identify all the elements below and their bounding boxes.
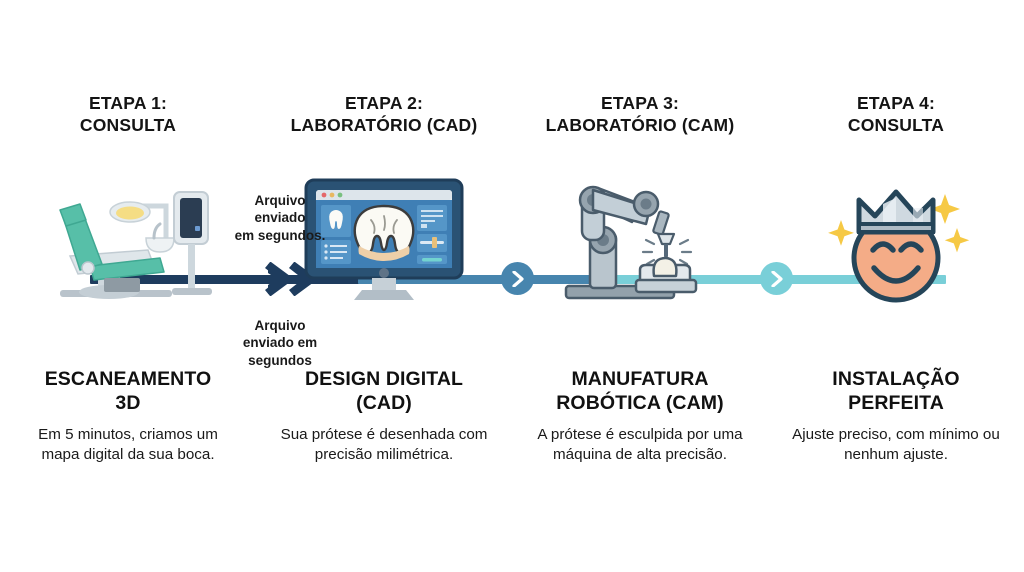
transfer-top-line-2: enviado [254,210,306,226]
stage-header-4: ETAPA 4: CONSULTA [768,92,1024,152]
transfer-top-line-3: em segundos. [234,227,326,243]
stage-caption-2-title-line-1: DESIGN DIGITAL [304,368,464,390]
stage-header-2: ETAPA 2: LABORATÓRIO (CAD) [256,92,512,152]
stage-header-2-line-2: LABORATÓRIO (CAD) [290,115,478,136]
chevron-circle-connector-3 [760,262,793,295]
transfer-label-bottom: Arquivo enviado em segundos [215,317,345,369]
stage-caption-1-title-line-2: 3D [115,391,141,414]
stage-caption-1: ESCANEAMENTO 3D Em 5 minutos, criamos um… [0,368,256,528]
stage-caption-3-body: A prótese é esculpida por uma máquina de… [537,425,743,463]
stage-caption-4: INSTALAÇÃO PERFEITA Ajuste preciso, com … [768,368,1024,528]
rail-segment-2 [358,275,608,284]
stage-caption-2-title: DESIGN DIGITAL (CAD) [278,368,490,416]
stage-caption-3-title-line-2: ROBÓTICA (CAM) [556,391,724,414]
stage-caption-2: DESIGN DIGITAL (CAD) Sua prótese é desen… [256,368,512,528]
stage-icons-row [0,178,1024,304]
stage-header-1-line-2: CONSULTA [79,115,177,136]
stage-header-4-line-1: ETAPA 4: [856,93,936,113]
transfer-bottom-line-3: segundos [248,352,312,368]
stage-header-1-line-1: ETAPA 1: [88,93,168,113]
transfer-label-top: Arquivo enviado em segundos. [215,192,345,244]
chevron-circle-connector-2 [501,262,534,295]
stage-header-4-line-2: CONSULTA [847,115,945,136]
chevron-right-icon [511,270,524,287]
stage-caption-3-title-line-1: MANUFATURA [571,368,709,390]
stage-caption-3: MANUFATURA ROBÓTICA (CAM) A prótese é es… [512,368,768,528]
robotic-arm-icon [512,178,768,304]
stage-caption-1-title: ESCANEAMENTO 3D [22,368,234,416]
stage-caption-4-title-line-1: INSTALAÇÃO [832,368,960,390]
stage-caption-3-title: MANUFATURA ROBÓTICA (CAM) [534,368,746,416]
stage-caption-2-body: Sua prótese é desenhada com precisão mil… [280,425,488,463]
transfer-bottom-line-1: Arquivo [254,318,306,333]
cad-monitor-icon [256,178,512,304]
dental-chair-icon [0,178,256,304]
stage-header-3-line-2: LABORATÓRIO (CAM) [545,115,735,136]
stage-header-3-line-1: ETAPA 3: [600,93,680,113]
stage-header-2-line-1: ETAPA 2: [344,93,424,113]
transfer-bottom-line-2: enviado em [242,335,318,351]
process-connector-rail [90,262,946,296]
stage-caption-1-title-line-1: ESCANEAMENTO [44,368,212,390]
stage-caption-4-title-line-2: PERFEITA [848,391,944,414]
stage-header-1: ETAPA 1: CONSULTA [0,92,256,152]
stage-caption-2-title-line-2: (CAD) [356,391,412,414]
double-chevron-arrow-icon [208,256,338,302]
crowned-smiley-icon [768,178,1024,304]
stage-caption-4-title: INSTALAÇÃO PERFEITA [790,368,1002,416]
chevron-right-icon [770,270,783,287]
stage-captions-row: ESCANEAMENTO 3D Em 5 minutos, criamos um… [0,368,1024,528]
stage-headers-row: ETAPA 1: CONSULTA ETAPA 2: LABORATÓRIO (… [0,92,1024,152]
stage-caption-4-body: Ajuste preciso, com mínimo ou nenhum aju… [792,425,1000,463]
stage-caption-1-body: Em 5 minutos, criamos um mapa digital da… [38,425,218,463]
stage-header-3: ETAPA 3: LABORATÓRIO (CAM) [512,92,768,152]
transfer-top-line-1: Arquivo [254,193,306,208]
